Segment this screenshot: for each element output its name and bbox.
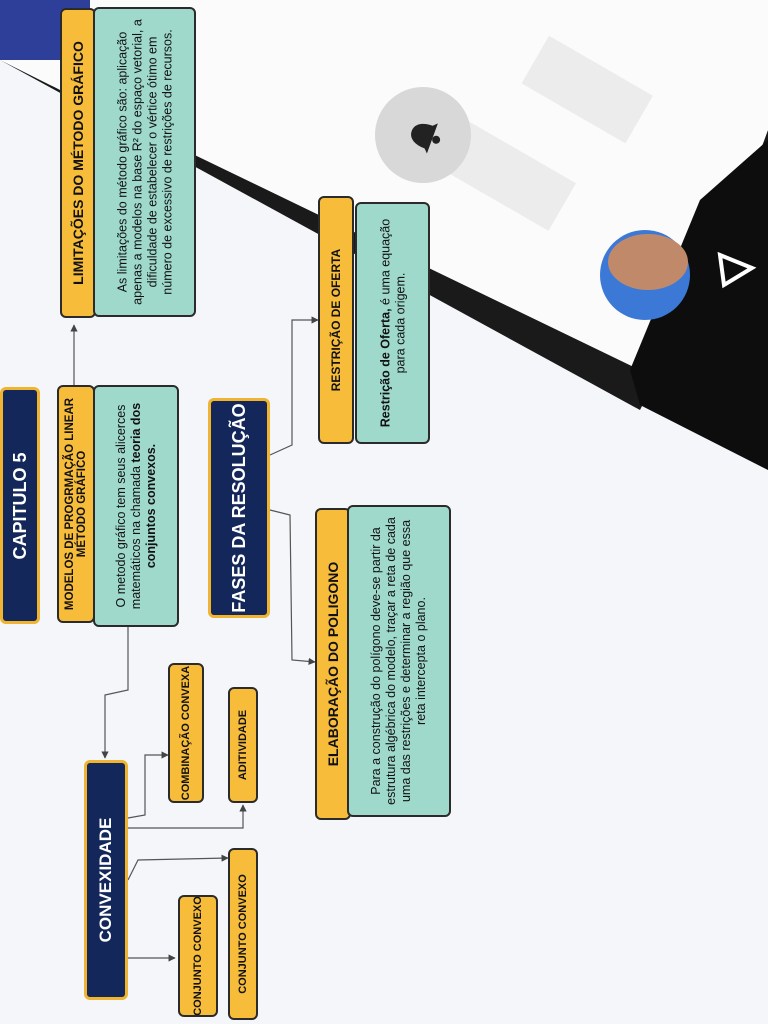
elaboracao-desc: Para a construção do polígono deve-se pa… <box>369 517 428 805</box>
node-elaboracao-desc: Para a construção do polígono deve-se pa… <box>347 505 451 817</box>
node-modelos-desc: O metodo gráfico tem seus alicerces mate… <box>93 385 179 627</box>
conjunto-convexo-1-label: CONJUNTO CONVEXO <box>192 896 204 1016</box>
edge-convexidade-aditividade <box>128 804 247 829</box>
play-icon[interactable] <box>717 251 757 289</box>
limitacoes-label: LIMITAÇÕES DO MÉTODO GRÁFICO <box>70 41 86 285</box>
node-limitacoes: LIMITAÇÕES DO MÉTODO GRÁFICO <box>60 8 96 318</box>
edge-convexidade-combinacao <box>127 751 169 819</box>
node-limitacoes-desc: As limitações do método gráfico são: apl… <box>93 7 196 317</box>
video-area <box>630 140 768 470</box>
conjunto-convexo-2-label: CONJUNTO CONVEXO <box>237 874 249 994</box>
node-aditividade: ADITIVIDADE <box>228 687 258 803</box>
node-modelos: MODELOS DE PROGRMAÇÃO LINEAR MÉTODO GRÁF… <box>57 385 95 623</box>
bell-icon <box>411 123 441 154</box>
convexidade-label: CONVEXIDADE <box>96 817 115 943</box>
node-restricao-desc: Restrição de Oferta, é uma equação para … <box>355 202 430 444</box>
node-fases: FASES DA RESOLUÇÃO <box>208 398 270 618</box>
node-convexidade: CONVEXIDADE <box>84 760 128 1000</box>
combinacao-label: COMBINAÇÃO CONVEXA <box>180 665 192 801</box>
node-restricao: RESTRIÇÃO DE OFERTA <box>318 196 354 444</box>
limitacoes-desc: As limitações do método gráfico são: apl… <box>114 19 174 305</box>
edge-fases-elaboracao <box>269 509 316 666</box>
placeholder-bar <box>521 35 653 144</box>
aditividade-label: ADITIVIDADE <box>237 709 249 781</box>
fases-label: FASES DA RESOLUÇÃO <box>229 403 249 613</box>
node-conjunto-convexo-1: CONJUNTO CONVEXO <box>178 895 218 1017</box>
capitulo-label: CAPITULO 5 <box>9 452 30 560</box>
modelos-desc: O metodo gráfico tem seus alicerces mate… <box>113 402 158 610</box>
node-conjunto-convexo-2: CONJUNTO CONVEXO <box>228 848 258 1020</box>
elaboracao-label: ELABORAÇÃO DO POLIGONO <box>325 561 341 767</box>
node-elaboracao: ELABORAÇÃO DO POLIGONO <box>315 508 351 820</box>
node-capitulo: CAPITULO 5 <box>0 387 40 624</box>
modelos-label: MODELOS DE PROGRMAÇÃO LINEAR MÉTODO GRÁF… <box>64 397 88 611</box>
restricao-label: RESTRIÇÃO DE OFERTA <box>329 248 343 392</box>
node-combinacao: COMBINAÇÃO CONVEXA <box>168 663 204 803</box>
edge-fases-restricao <box>269 316 319 456</box>
edge-modelos-convexidade <box>101 625 129 759</box>
restricao-desc: Restrição de Oferta, é uma equação para … <box>377 218 407 428</box>
avatar-face <box>608 234 688 290</box>
edge-convexidade-conjunto2 <box>127 854 229 881</box>
